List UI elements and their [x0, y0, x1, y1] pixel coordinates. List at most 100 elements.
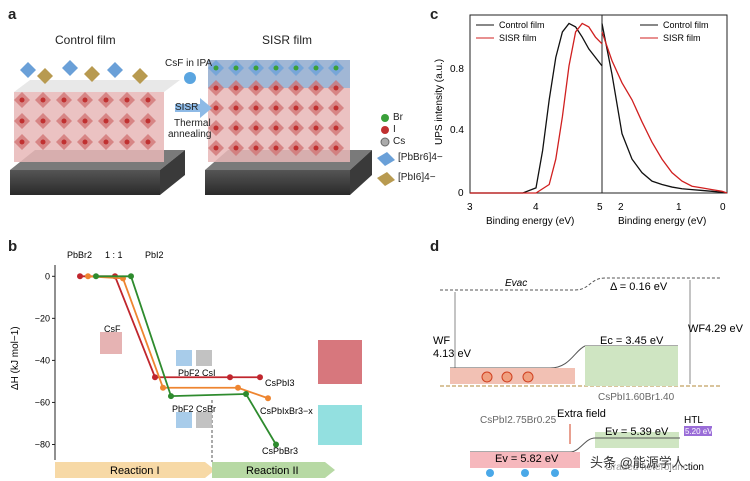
b-ytick-label: −80 [35, 439, 50, 449]
halide-atom [293, 85, 299, 91]
process-arrow [175, 98, 212, 118]
halide-atom [273, 85, 279, 91]
ups-xtick-left-2: 5 [597, 202, 603, 213]
d-extra-field: Extra field [557, 408, 606, 420]
i-atom [145, 97, 151, 103]
halide-atom [313, 65, 319, 71]
surface-octahedron [37, 68, 53, 84]
halide-atom [273, 145, 279, 151]
ups-ytick-1: 0.4 [450, 125, 464, 136]
band-diagram: Evac Δ = 0.16 eV WF 4.13 eV WF 4.29 eV E… [433, 277, 744, 477]
evac-line [440, 277, 720, 291]
legend-sisr-label: SISR film [499, 33, 537, 43]
csf-crystal-icon [100, 332, 122, 354]
d-cspbi-right: CsPbI1.60Br1.40 [598, 392, 675, 403]
ups-left-curve [470, 22, 603, 194]
halide-atom [213, 145, 219, 151]
i-atom [61, 139, 67, 145]
pbf2-csbr-icon [176, 412, 192, 428]
left-cb-fill [450, 368, 575, 384]
b-label-pbi2: PbI2 [145, 250, 164, 260]
b-series-point [85, 273, 91, 280]
control-octahedra [14, 60, 156, 150]
reaction2-band [212, 462, 335, 478]
i-atom [103, 139, 109, 145]
right-cb-fill [585, 346, 678, 386]
cspbbr3-crystal-icon [318, 405, 362, 445]
halide-atom [293, 105, 299, 111]
b-label-ratio: 1 : 1 [105, 250, 123, 260]
d-evac: Evac [505, 278, 527, 289]
ups-ytick-2: 0.8 [450, 64, 464, 75]
d-wf-right-value: 4.29 eV [705, 323, 744, 335]
ups-chart: UPS intensity (a.u.) Binding energy (eV)… [434, 14, 728, 227]
b-label-csf: CsF [104, 324, 121, 334]
b-label-pbf2-csi: PbF2 CsI [178, 368, 216, 378]
left-vb-fill [470, 452, 580, 468]
legend-pbbr6: [PbBr6]4− [398, 152, 443, 163]
ec-line [450, 345, 678, 369]
d-ev-left: Ev = 5.82 eV [495, 453, 559, 465]
d-wf-left: WF [433, 335, 450, 347]
ups-ytick-0: 0 [458, 188, 464, 199]
b-label-pbbr2: PbBr2 [67, 250, 92, 260]
halide-atom [233, 125, 239, 131]
sisr-substrate [205, 170, 350, 195]
hole-icon-3 [551, 469, 559, 477]
i-atom [103, 118, 109, 124]
br-legend-dot [381, 114, 389, 122]
i-atom [40, 97, 46, 103]
legend2-sisr-label: SISR film [663, 33, 701, 43]
ups-right-curve [601, 31, 728, 194]
halide-atom [253, 85, 259, 91]
halide-atom [313, 145, 319, 151]
i-atom [124, 139, 130, 145]
legend-br: Br [393, 112, 403, 123]
reaction1-label: Reaction I [110, 465, 160, 477]
i-atom [82, 118, 88, 124]
halide-atom [333, 85, 339, 91]
i-atom [82, 97, 88, 103]
halide-atom [293, 65, 299, 71]
control-substrate [10, 170, 160, 195]
ups-xtick-right-0: 2 [618, 202, 624, 213]
ups-right-frame [601, 14, 728, 194]
d-wf-right: WF [688, 323, 705, 335]
b-ytick-label: −20 [35, 313, 50, 323]
i-atom [82, 139, 88, 145]
process-line-3: Thermal [174, 118, 211, 129]
cs-legend-dot [380, 137, 390, 147]
b-label-cspbibr: CsPbIxBr3−x [260, 406, 313, 416]
process-line-4: annealing [168, 129, 212, 140]
b-series-point [265, 395, 271, 402]
i-atom [124, 118, 130, 124]
electron-icon-1 [481, 371, 493, 383]
legend-cs: Cs [393, 136, 406, 147]
process-line-2: SISR [175, 102, 199, 113]
ups-left-curve [470, 22, 603, 194]
i-atom [145, 139, 151, 145]
halide-atom [233, 85, 239, 91]
b-series-point [235, 384, 241, 391]
surface-octahedron [20, 62, 36, 78]
b-series-point [128, 273, 134, 280]
halide-atom [273, 125, 279, 131]
ups-xlabel-left: Binding energy (eV) [486, 216, 574, 227]
halide-atom [313, 105, 319, 111]
halide-atom [213, 85, 219, 91]
halide-atom [313, 85, 319, 91]
halide-atom [213, 125, 219, 131]
legend2-control-label: Control film [663, 20, 709, 30]
b-series-point [243, 391, 249, 398]
halide-atom [213, 105, 219, 111]
legend-i: I [393, 124, 396, 135]
d-delta: Δ = 0.16 eV [610, 281, 668, 293]
process-line-1: CsF in IPA [165, 58, 213, 69]
halide-atom [313, 125, 319, 131]
i-atom [103, 97, 109, 103]
b-series-point [160, 384, 166, 391]
surface-octahedron [84, 66, 100, 82]
watermark-text: 头条 @能源学人 [590, 452, 685, 471]
i-atom [124, 97, 130, 103]
b-series-point [152, 374, 158, 381]
